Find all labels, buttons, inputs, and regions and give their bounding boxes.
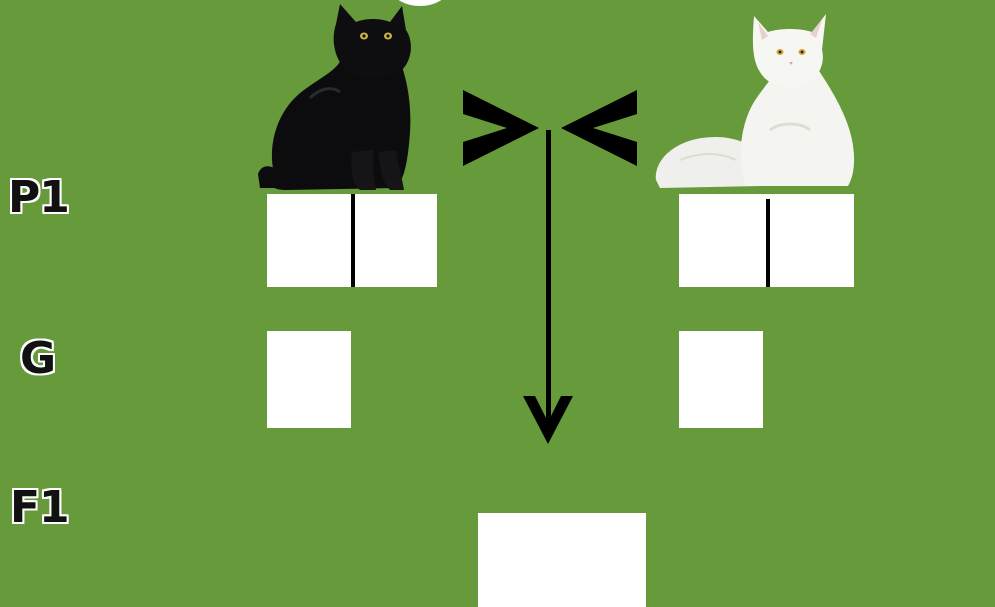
g-right-box bbox=[679, 331, 763, 428]
black-cat-icon bbox=[256, 2, 426, 194]
row-label-f1: F1 bbox=[10, 486, 69, 530]
f1-box bbox=[478, 513, 646, 607]
cross-arrow-icon bbox=[455, 80, 655, 460]
row-label-g: G bbox=[20, 337, 55, 381]
row-label-p1: P1 bbox=[8, 176, 69, 220]
p1-left-divider bbox=[351, 194, 355, 287]
g-left-box bbox=[267, 331, 351, 428]
p1-right-divider bbox=[766, 199, 770, 287]
white-cat-icon bbox=[650, 10, 860, 190]
